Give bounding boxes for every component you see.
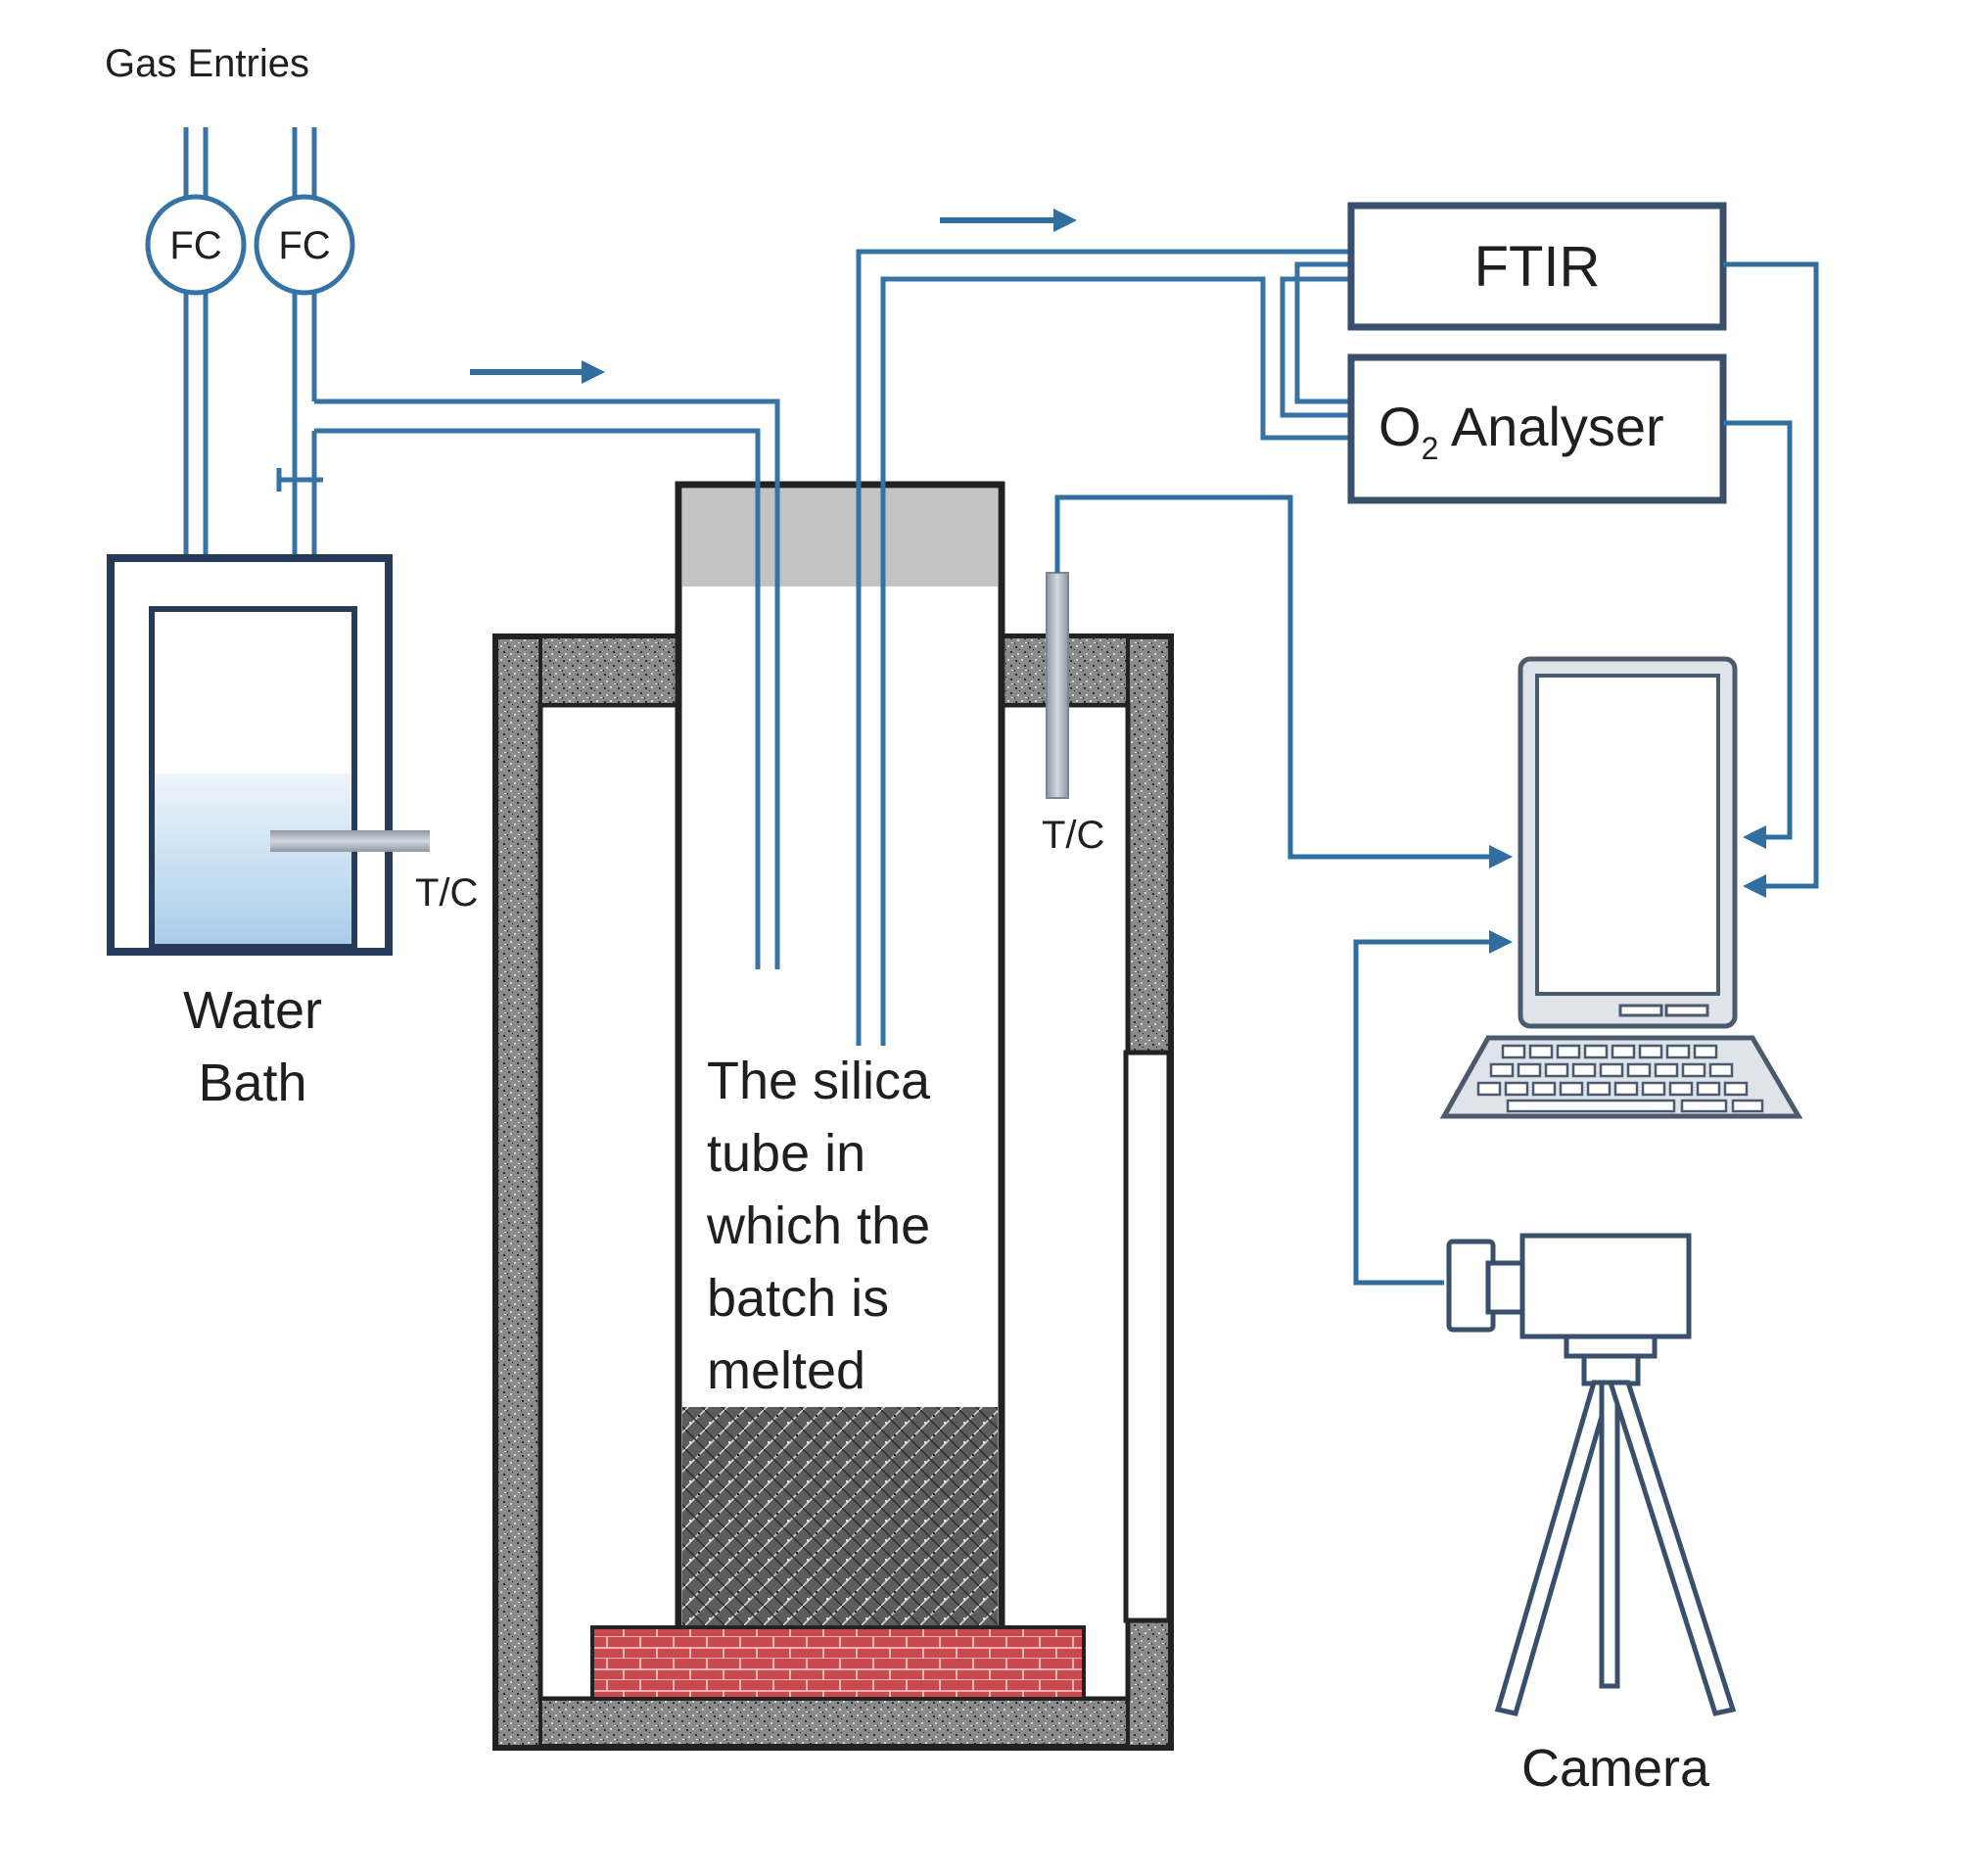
- ftir-box: FTIR: [1347, 202, 1727, 331]
- flow-controller-left: FC: [145, 194, 247, 296]
- fc-left-label: FC: [169, 224, 221, 267]
- gas-feed-pipe-inside: [755, 401, 780, 969]
- camera-icon: [1446, 1233, 1692, 1386]
- camera-label: Camera: [1521, 1739, 1710, 1798]
- computer-icon: [1439, 656, 1803, 1119]
- water-bath-label-line1: Water: [183, 981, 322, 1040]
- silica-tube-label-line3: which the: [706, 1196, 930, 1255]
- hearth-brick: [590, 1625, 1086, 1701]
- silica-tube-label-line2: tube in: [707, 1124, 865, 1183]
- ftir-label: FTIR: [1474, 235, 1601, 299]
- flow-arrow-outlet: [940, 209, 1077, 232]
- gas-entries-label: Gas Entries: [105, 42, 309, 85]
- camera-to-computer-wire: [1353, 930, 1513, 1286]
- svg-text:O2 Analyser: O2 Analyser: [1378, 396, 1664, 466]
- silica-tube-label-line1: The silica: [707, 1052, 931, 1110]
- flow-arrow-inlet: [470, 360, 605, 384]
- furnace-window: [1123, 1050, 1172, 1623]
- tc-bath-label: T/C: [415, 871, 478, 915]
- silica-tube: [675, 481, 1005, 1634]
- batch-material: [682, 1407, 998, 1627]
- o2-to-computer-wire: [1723, 420, 1793, 849]
- o2-analyser-box: O2 Analyser: [1347, 353, 1727, 504]
- o2-analyser-subscript: 2: [1422, 431, 1439, 466]
- tc-furnace-label: T/C: [1042, 814, 1104, 857]
- silica-tube-label-line5: melted: [707, 1341, 865, 1400]
- exhaust-pipe: [856, 249, 1361, 1046]
- furnace-thermocouple: [1046, 494, 1513, 868]
- water-bath: [107, 554, 430, 956]
- tripod-icon: [1494, 1380, 1737, 1716]
- silica-tube-label-line4: batch is: [707, 1269, 889, 1328]
- flow-controller-right: FC: [254, 194, 355, 296]
- o2-analyser-suffix: Analyser: [1438, 396, 1663, 457]
- fc-right-label: FC: [278, 224, 330, 267]
- water-bath-label-line2: Bath: [198, 1054, 306, 1112]
- ftir-to-computer-wire: [1723, 261, 1819, 898]
- water-level: [155, 774, 351, 944]
- o2-analyser-prefix: O: [1378, 396, 1422, 457]
- tube-lid: [682, 489, 998, 586]
